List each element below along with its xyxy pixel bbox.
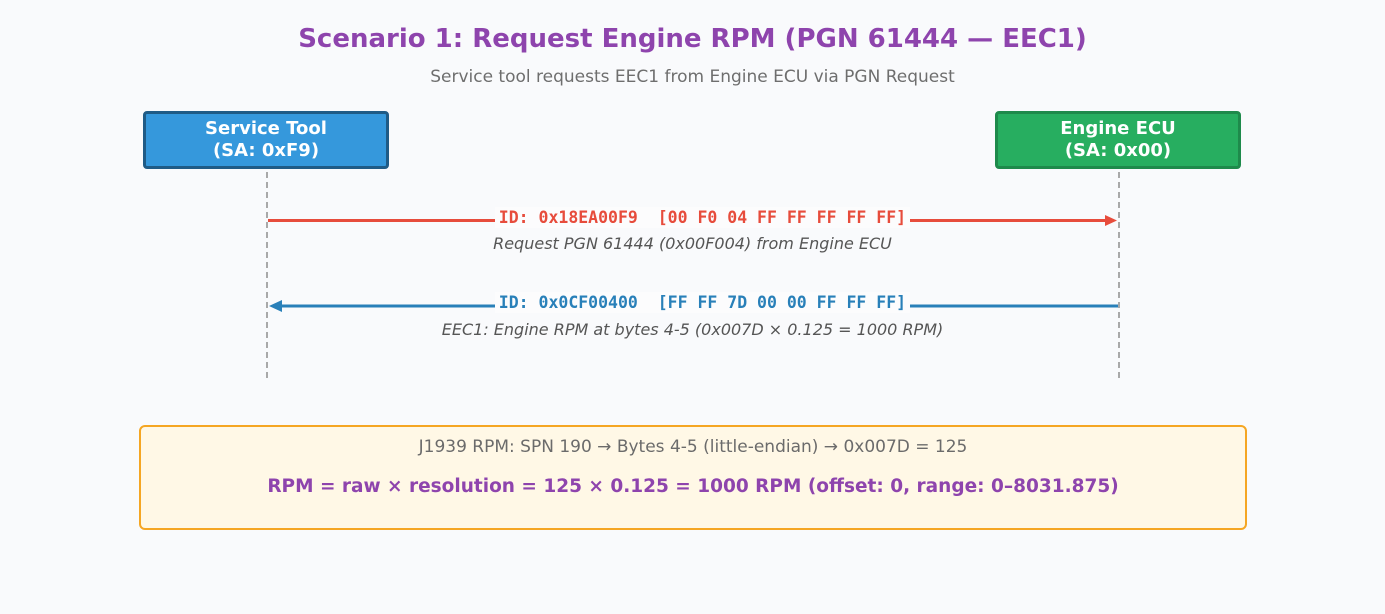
request-frame-text: ID: 0x18EA00F9 [00 F0 04 FF FF FF FF FF] bbox=[494, 207, 911, 228]
rpm-formula-text: RPM = raw × resolution = 125 × 0.125 = 1… bbox=[267, 476, 1119, 497]
actor-engine-ecu: Engine ECU (SA: 0x00) bbox=[995, 111, 1241, 169]
response-frame-text: ID: 0x0CF00400 [FF FF 7D 00 00 FF FF FF] bbox=[494, 292, 911, 313]
rpm-calculation-box: J1939 RPM: SPN 190 → Bytes 4-5 (little-e… bbox=[139, 425, 1247, 530]
diagram-title: Scenario 1: Request Engine RPM (PGN 6144… bbox=[298, 24, 1087, 54]
request-frame-label: ID: 0x18EA00F9 [00 F0 04 FF FF FF FF FF] bbox=[0, 189, 1385, 228]
response-frame-label: ID: 0x0CF00400 [FF FF 7D 00 00 FF FF FF] bbox=[0, 274, 1385, 313]
lifeline-service-tool bbox=[266, 172, 268, 378]
actor-address: (SA: 0x00) bbox=[1064, 140, 1172, 161]
lifeline-engine-ecu bbox=[1118, 172, 1120, 378]
actor-service-tool: Service Tool (SA: 0xF9) bbox=[143, 111, 389, 169]
actor-address: (SA: 0xF9) bbox=[212, 140, 320, 161]
spn-mapping-text: J1939 RPM: SPN 190 → Bytes 4-5 (little-e… bbox=[418, 437, 968, 457]
request-description: Request PGN 61444 (0x00F004) from Engine… bbox=[493, 234, 892, 253]
diagram-subtitle: Service tool requests EEC1 from Engine E… bbox=[430, 67, 955, 87]
actor-name: Service Tool bbox=[205, 118, 327, 139]
actor-name: Engine ECU bbox=[1060, 118, 1176, 139]
response-description: EEC1: Engine RPM at bytes 4-5 (0x007D × … bbox=[441, 320, 944, 339]
